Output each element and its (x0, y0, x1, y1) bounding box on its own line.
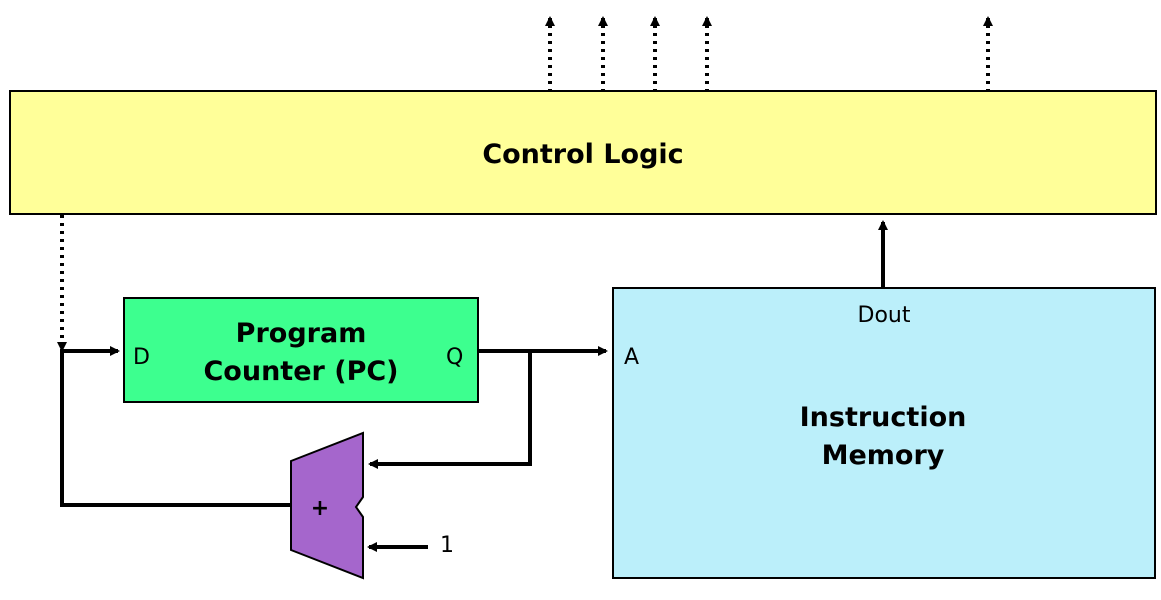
pc-to-adder-wire (368, 351, 532, 469)
constant-one-label: 1 (440, 533, 454, 558)
control-logic-block (9, 90, 1157, 215)
adder-block (290, 431, 364, 580)
instruction-memory-block (612, 287, 1156, 579)
control-logic-label: Control Logic (482, 139, 683, 170)
memory-label-line2: Memory (822, 440, 945, 471)
program-counter-block (123, 297, 479, 403)
pc-port-q: Q (446, 345, 463, 370)
memory-port-a: A (624, 345, 639, 370)
memory-port-dout: Dout (858, 303, 911, 328)
pc-label-line2: Counter (PC) (203, 356, 398, 387)
adder-to-pc-wire (60, 346, 291, 507)
adder-symbol: + (311, 496, 329, 521)
memory-label-line1: Instruction (800, 402, 967, 433)
pc-port-d: D (133, 345, 150, 370)
pc-label-line1: Program (236, 318, 367, 349)
control-output-signals (545, 16, 993, 92)
